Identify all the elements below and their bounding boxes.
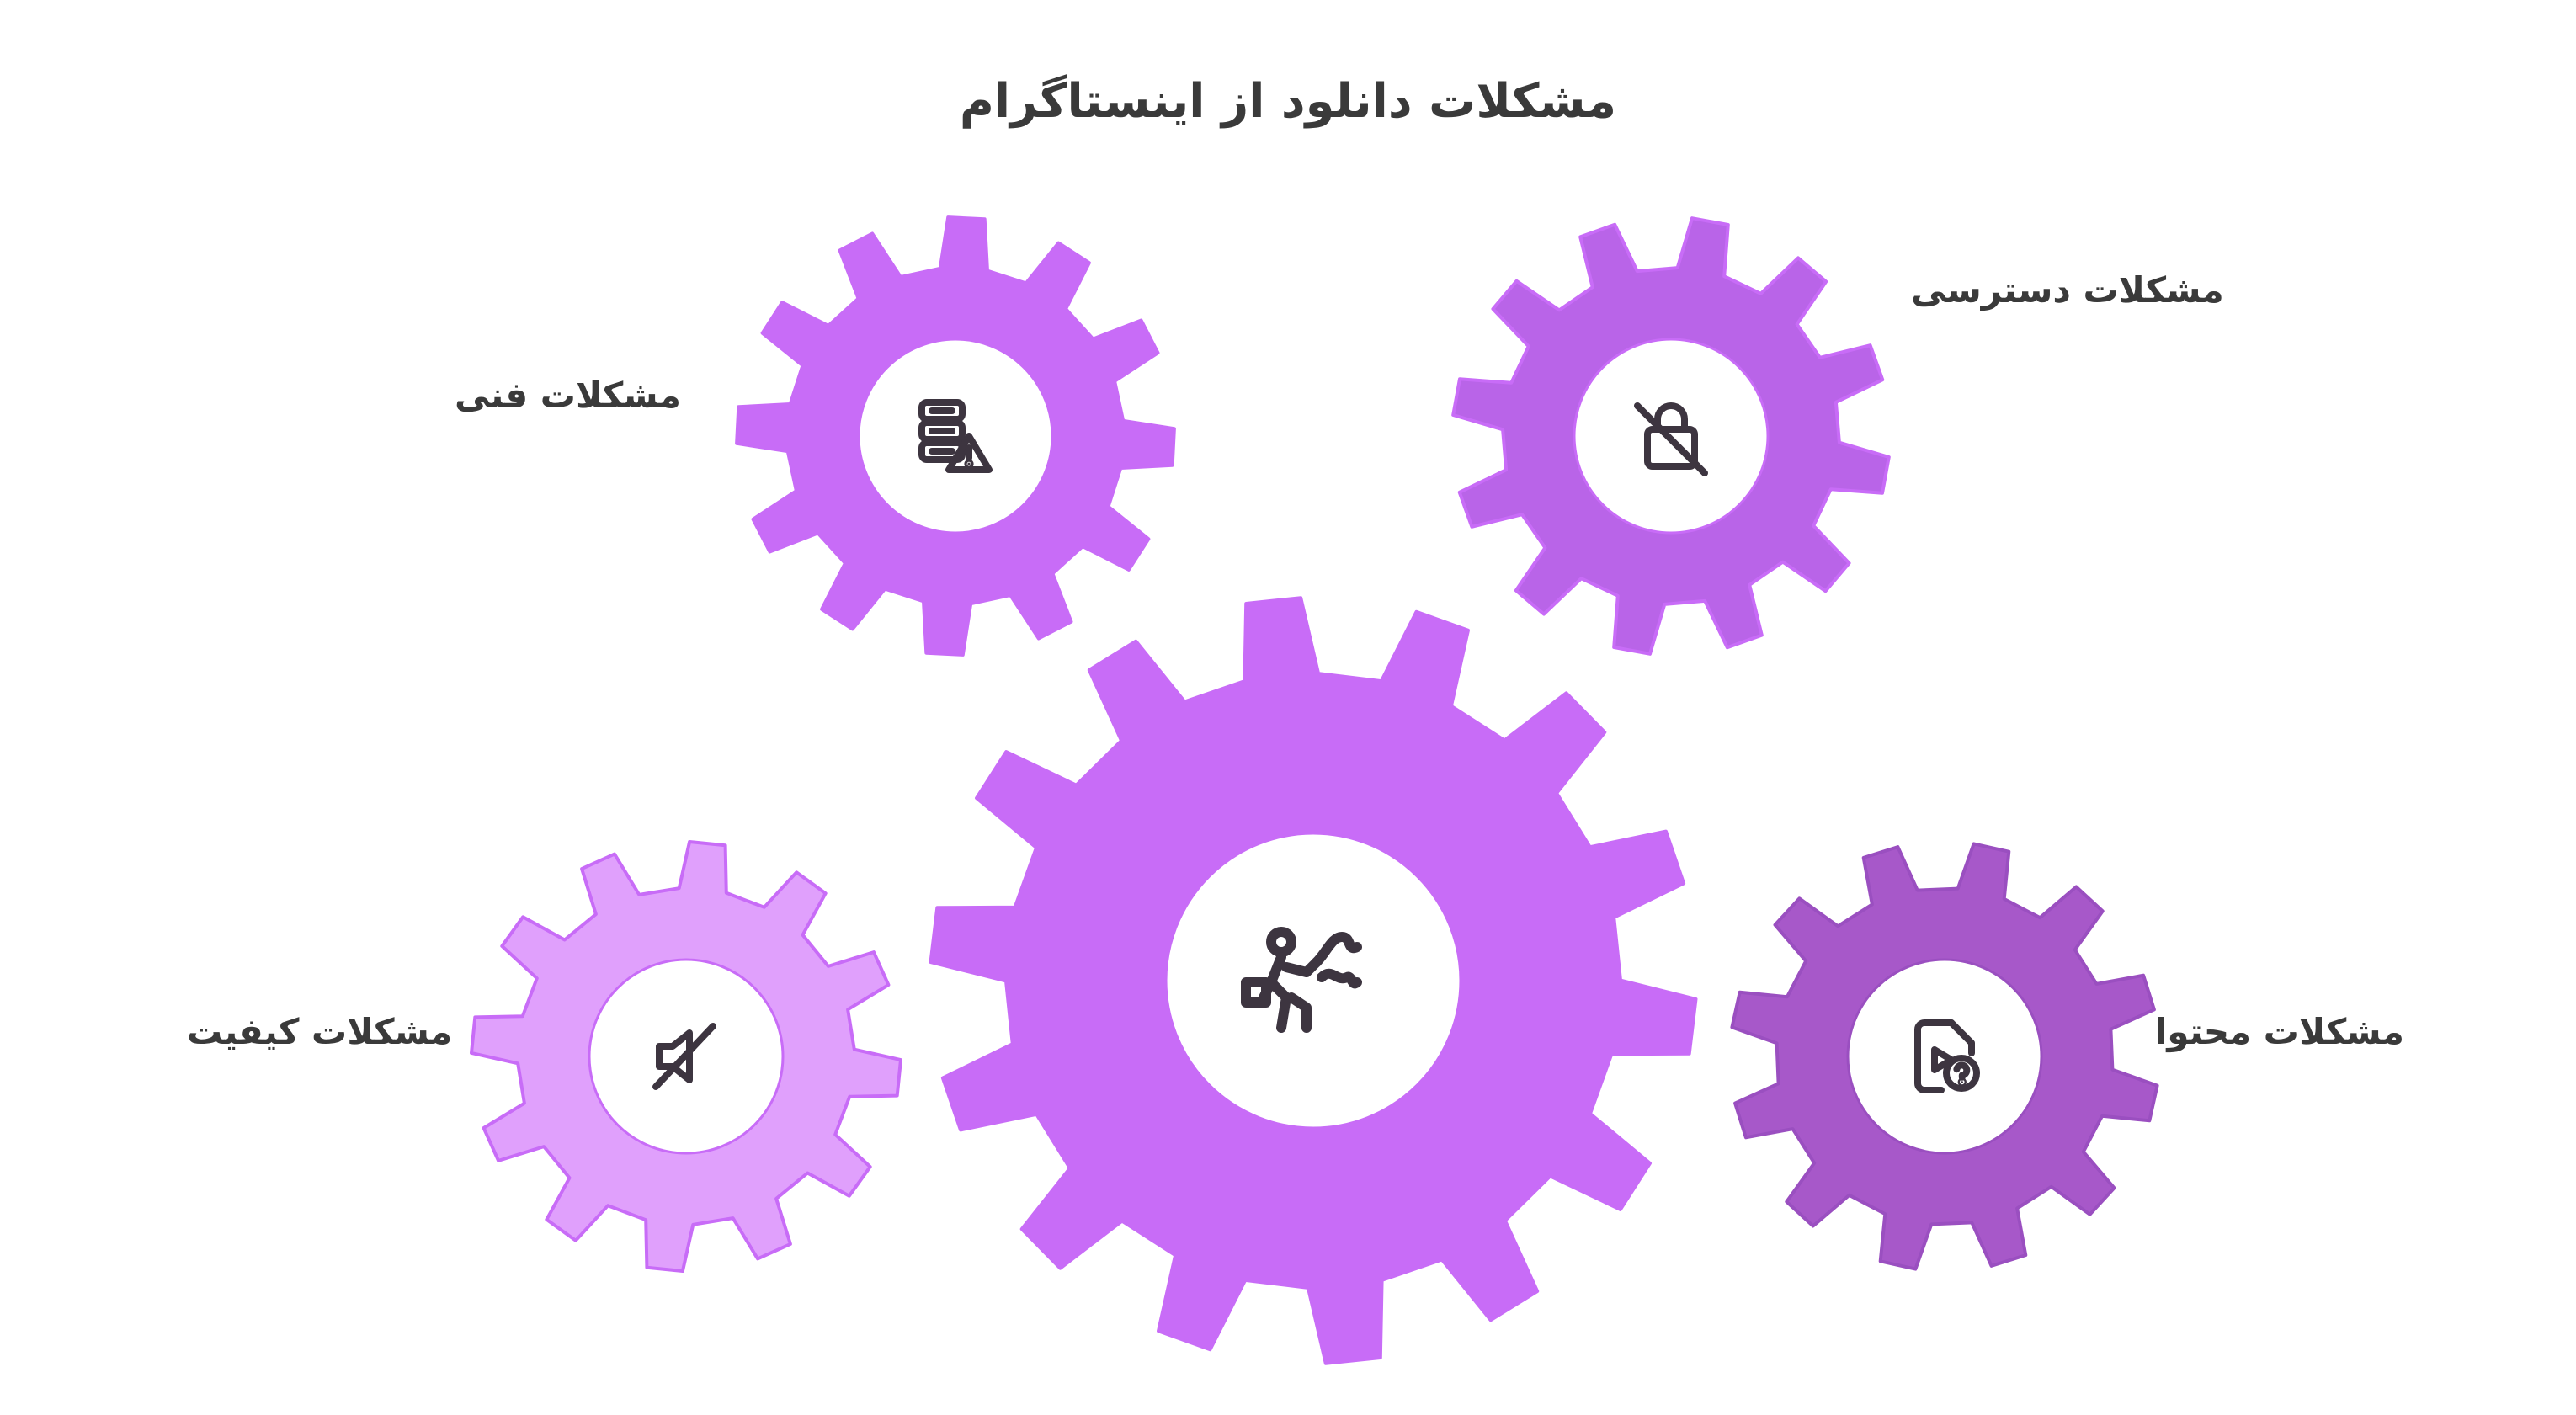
gear-hub: [1164, 832, 1462, 1130]
label-content: مشکلات محتوا: [2155, 1011, 2405, 1052]
volume-off-icon: [652, 1023, 716, 1090]
label-access: مشکلات دسترسی: [1911, 269, 2224, 311]
diagram-title: مشکلات دانلود از اینستاگرام: [959, 74, 1617, 129]
gear-main: [929, 596, 1698, 1365]
video-question-icon: [1914, 1019, 1980, 1093]
server-warning-icon: [918, 399, 993, 473]
lock-off-icon: [1634, 402, 1708, 476]
label-quality: مشکلات کیفیت: [187, 1011, 453, 1052]
label-technical: مشکلات فنی: [455, 375, 682, 416]
running-person-icon: [1241, 927, 1362, 1033]
